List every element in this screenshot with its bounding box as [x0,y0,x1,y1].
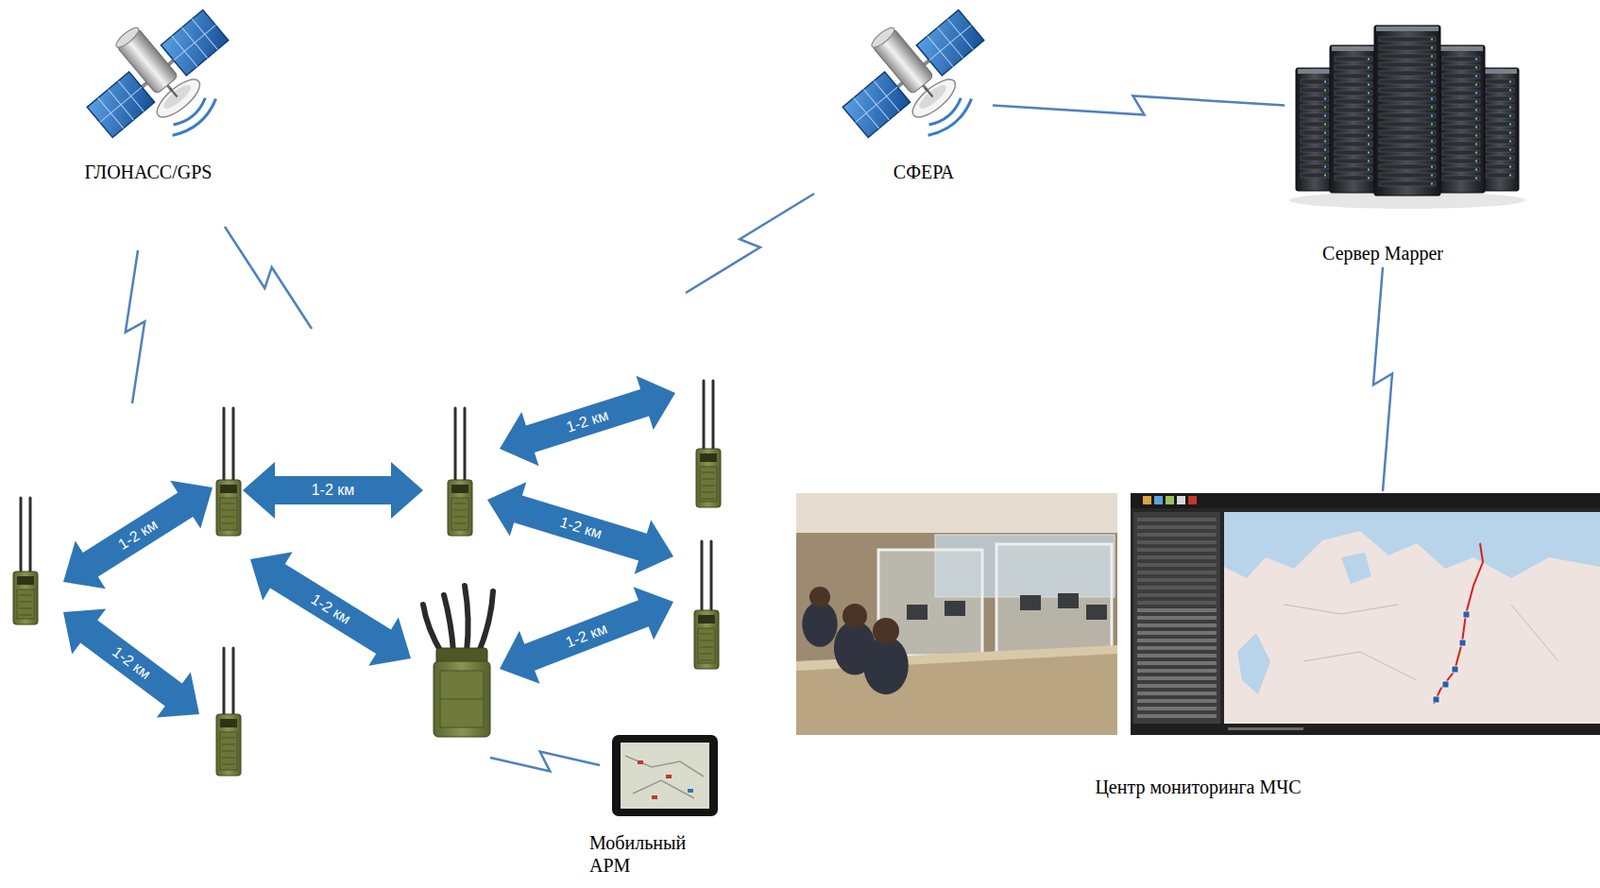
glonass-satellite-icon [66,0,257,172]
satellite-node: ГЛОНАСС/GPS [68,7,229,188]
handheld-radio [694,541,719,669]
server-rack [1437,45,1485,193]
server-rack [1374,25,1441,196]
radio-link-bolt [490,751,600,772]
node-label: Мобильный АРМ [589,831,708,877]
handheld-radio [216,647,241,776]
wireless-link [992,96,1285,116]
node-label: Сервер Mapper [1322,241,1444,265]
radio-link-bolt [685,193,815,293]
handheld-radio [13,497,38,625]
handheld-radio [447,408,473,536]
distance-arrow [499,586,674,683]
radio-link-bolt [224,226,312,329]
handheld-radio [696,380,721,508]
node-label: Центр мониторинга МЧС [1094,775,1301,799]
distance-arrow [63,608,200,717]
server-rack [1295,68,1334,191]
monitoring-center-node: Центр мониторинга МЧС [796,491,1600,803]
workstation-node: Мобильный АРМ [585,732,728,881]
distance-arrow [242,461,424,519]
map-screenshot [1130,493,1600,735]
satellite-node: СФЕРА [854,7,993,188]
base-station [423,585,494,737]
distance-arrow [499,375,676,467]
distance-arrow [250,551,411,665]
server-rack [1329,45,1378,193]
radio-link-bolt [125,250,145,404]
distance-arrow [487,481,674,575]
sfera-satellite-icon [821,0,1013,172]
node-label: ГЛОНАСС/GPS [85,160,213,184]
wireless-link [1373,267,1393,492]
control-room-photo [796,493,1118,735]
node-label: СФЕРА [893,160,954,184]
handheld-radio [216,408,241,536]
server-node: Сервер Mapper [1284,23,1481,268]
server-rack [1480,68,1519,191]
tablet-icon [612,734,718,817]
distance-arrow [63,480,213,589]
distance-label: 1-2 км [311,481,356,499]
